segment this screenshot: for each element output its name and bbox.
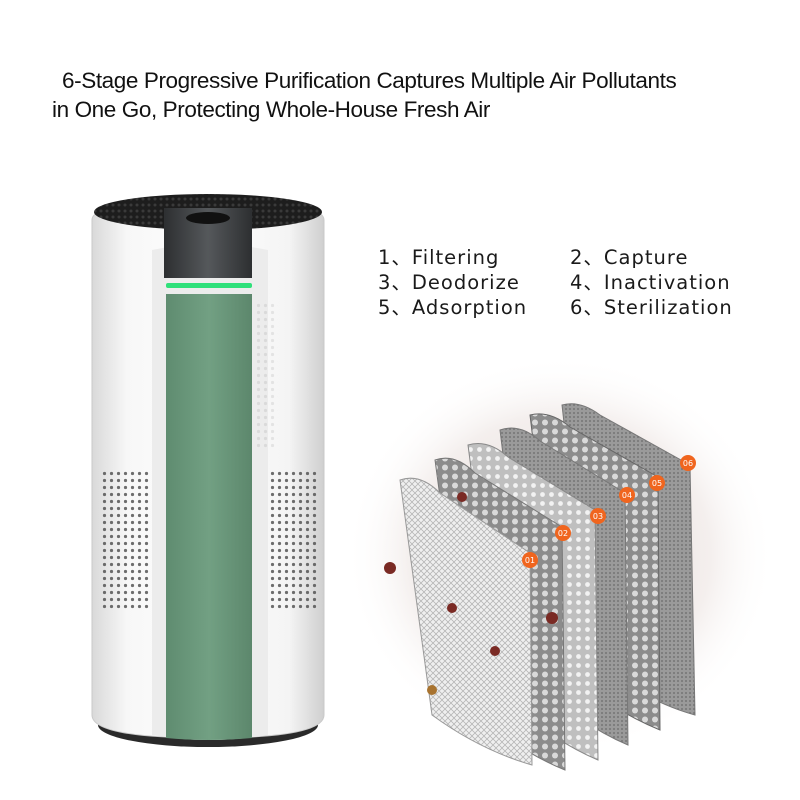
control-panel: [164, 208, 252, 278]
headline-line-1: 6-Stage Progressive Purification Capture…: [62, 68, 677, 93]
badge-03: 03: [590, 508, 606, 524]
green-front-panel: [166, 294, 252, 740]
stage-list: 1、Filtering 2、Capture 3、Deodorize 4、Inac…: [378, 247, 778, 319]
stage-item-5: 5、Adsorption: [378, 296, 528, 319]
badge-04-text: 04: [622, 491, 632, 500]
filter-layers-illustration: 01 02 03 04 05 06: [345, 355, 775, 771]
pollutant-particles: [384, 492, 558, 695]
badge-01: 01: [522, 552, 538, 568]
headline-line-2: in One Go, Protecting Whole-House Fresh …: [52, 97, 490, 122]
badge-04: 04: [619, 487, 635, 503]
stage-item-2: 2、Capture: [570, 246, 689, 269]
filter-number-badges: 01 02 03 04 05 06: [522, 455, 696, 568]
badge-02-text: 02: [558, 529, 568, 538]
upper-perforation: [256, 300, 278, 450]
badge-06: 06: [680, 455, 696, 471]
stage-item-4: 4、Inactivation: [570, 271, 731, 294]
air-purifier-illustration: [91, 194, 325, 747]
stage-item-3: 3、Deodorize: [378, 271, 520, 294]
badge-06-text: 06: [683, 459, 693, 468]
badge-01-text: 01: [525, 556, 535, 565]
stage-item-1: 1、Filtering: [378, 246, 500, 269]
status-indicator-light: [166, 283, 252, 288]
badge-05: 05: [649, 475, 665, 491]
badge-03-text: 03: [593, 512, 603, 521]
panel-display: [186, 212, 230, 224]
badge-05-text: 05: [652, 479, 662, 488]
headline: 6-Stage Progressive Purification Capture…: [40, 66, 780, 124]
right-vent: [268, 470, 318, 610]
badge-02: 02: [555, 525, 571, 541]
left-vent: [100, 470, 150, 610]
stage-item-6: 6、Sterilization: [570, 296, 733, 319]
